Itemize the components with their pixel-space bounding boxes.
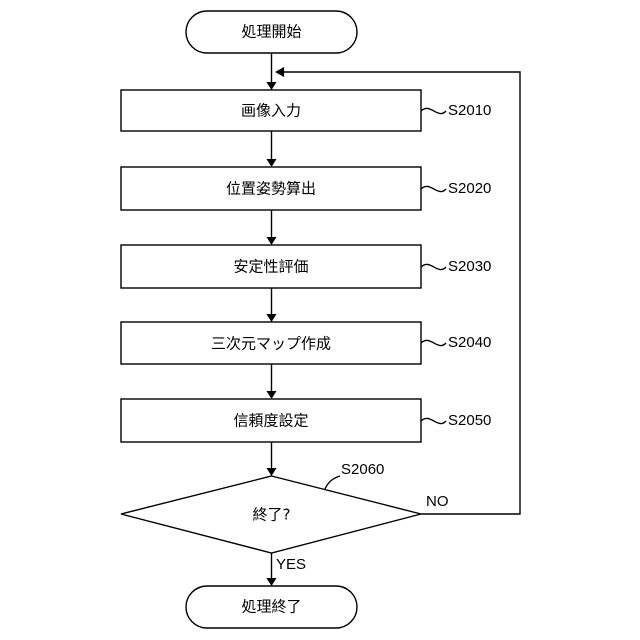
step-id-label: S2010 — [448, 102, 491, 119]
process-step-s2020: 位置姿勢算出 S2020 — [121, 167, 491, 210]
process-step-label: 安定性評価 — [233, 258, 308, 276]
process-step-label: 画像入力 — [241, 102, 301, 120]
decision-label: 終了? — [253, 506, 291, 524]
arrowhead-s2050 — [267, 391, 277, 399]
step-callout-line — [421, 264, 446, 269]
end-label: 処理終了 — [241, 598, 301, 616]
end-node: 処理終了 — [186, 586, 357, 628]
process-step-s2040: 三次元マップ作成 S2040 — [121, 322, 491, 364]
process-step-s2050: 信頼度設定 S2050 — [121, 399, 491, 442]
start-label: 処理開始 — [241, 23, 301, 41]
no-loop-connector — [282, 72, 520, 514]
step-callout-line — [421, 186, 446, 191]
arrowhead-s2040 — [267, 314, 277, 322]
step-id-label: S2020 — [448, 180, 491, 197]
decision-callout-line — [325, 476, 340, 489]
arrowhead-s2010 — [267, 82, 277, 90]
step-id-label: S2040 — [448, 334, 491, 351]
step-callout-line — [421, 108, 446, 113]
arrowhead-end — [267, 578, 277, 586]
process-step-label: 信頼度設定 — [233, 412, 308, 430]
step-callout-line — [421, 340, 446, 345]
arrowhead-loop — [275, 67, 284, 77]
step-callout-line — [421, 418, 446, 423]
process-step-s2030: 安定性評価 S2030 — [121, 245, 491, 288]
no-branch-label: NO — [426, 493, 449, 510]
step-id-label: S2050 — [448, 412, 491, 429]
arrowhead-s2020 — [267, 159, 277, 167]
arrowhead-s2060 — [267, 468, 277, 476]
step-id-label: S2030 — [448, 258, 491, 275]
arrowhead-s2030 — [267, 237, 277, 245]
process-step-label: 三次元マップ作成 — [211, 335, 331, 353]
start-node: 処理開始 — [186, 11, 357, 53]
decision-step-id-label: S2060 — [341, 461, 384, 478]
process-step-label: 位置姿勢算出 — [226, 180, 316, 198]
process-step-s2010: 画像入力 S2010 — [121, 90, 491, 131]
yes-branch-label: YES — [276, 556, 306, 573]
